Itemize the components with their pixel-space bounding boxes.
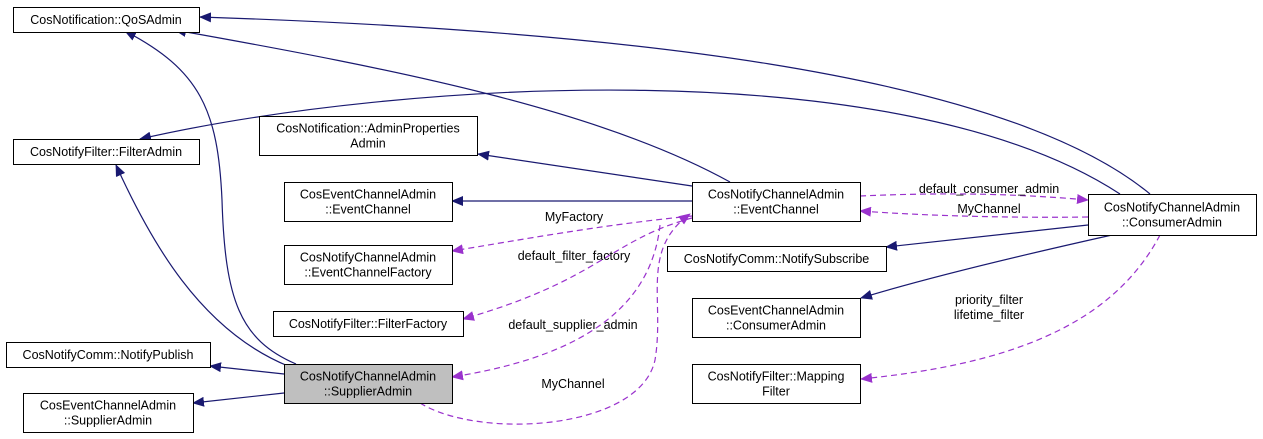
inheritance-edges xyxy=(115,12,1151,407)
node-label: Admin xyxy=(350,137,385,151)
node-box xyxy=(259,116,478,156)
node-ceca-supplier-admin[interactable]: CosEventChannelAdmin::SupplierAdmin xyxy=(23,393,194,433)
node-qos-admin[interactable]: CosNotification::QoSAdmin xyxy=(13,7,200,33)
node-label: CosNotification::AdminProperties xyxy=(276,122,459,136)
node-box xyxy=(284,364,453,404)
node-label: CosNotifyChannelAdmin xyxy=(1104,201,1240,215)
node-notify-publish[interactable]: CosNotifyComm::NotifyPublish xyxy=(6,342,211,368)
node-filter-admin[interactable]: CosNotifyFilter::FilterAdmin xyxy=(13,139,200,165)
node-label: CosNotifyChannelAdmin xyxy=(300,370,436,384)
node-label: CosNotifyChannelAdmin xyxy=(300,251,436,265)
node-cec-event-channel[interactable]: CosEventChannelAdmin::EventChannel xyxy=(284,182,453,222)
node-label: CosNotifyComm::NotifySubscribe xyxy=(684,252,870,266)
node-label: ::EventChannelFactory xyxy=(304,266,432,280)
edge-label-default-consumer-admin: default_consumer_admin xyxy=(919,182,1059,196)
node-cnca-consumer-admin[interactable]: CosNotifyChannelAdmin::ConsumerAdmin xyxy=(1088,194,1257,236)
edge-label-lifetime-filter: lifetime_filter xyxy=(954,308,1024,322)
node-box xyxy=(692,364,861,404)
node-cnca-event-channel-factory[interactable]: CosNotifyChannelAdmin::EventChannelFacto… xyxy=(284,245,453,285)
node-label: CosNotifyFilter::FilterAdmin xyxy=(30,145,182,159)
node-label: CosNotifyChannelAdmin xyxy=(708,188,844,202)
node-label: CosNotifyComm::NotifyPublish xyxy=(23,348,194,362)
usage-edges xyxy=(419,193,1161,425)
node-box xyxy=(6,342,211,368)
node-label: ::EventChannel xyxy=(733,203,818,217)
node-box xyxy=(13,139,200,165)
node-label: CosNotification::QoSAdmin xyxy=(30,13,182,27)
edge-label-default-supplier-admin: default_supplier_admin xyxy=(508,318,637,332)
node-box xyxy=(1088,194,1257,236)
node-label: ::ConsumerAdmin xyxy=(726,319,826,333)
edge-label-my-channel-supplier: MyChannel xyxy=(541,377,604,391)
node-label: CosEventChannelAdmin xyxy=(300,188,436,202)
node-box xyxy=(284,245,453,285)
node-box xyxy=(667,246,887,272)
node-filter-factory[interactable]: CosNotifyFilter::FilterFactory xyxy=(273,311,464,337)
node-label: Filter xyxy=(762,385,790,399)
edge-label-my-channel-consumer: MyChannel xyxy=(957,202,1020,216)
node-box xyxy=(284,182,453,222)
node-box xyxy=(692,298,861,338)
node-label: CosEventChannelAdmin xyxy=(708,304,844,318)
node-label: CosNotifyFilter::Mapping xyxy=(708,370,845,384)
node-notify-subscribe[interactable]: CosNotifyComm::NotifySubscribe xyxy=(667,246,887,272)
node-label: ::SupplierAdmin xyxy=(324,385,412,399)
edge-label-default-filter-factory: default_filter_factory xyxy=(518,249,631,263)
edge-label-priority-filter: priority_filter xyxy=(955,293,1023,307)
node-label: ::EventChannel xyxy=(325,203,410,217)
node-label: ::SupplierAdmin xyxy=(64,414,152,428)
node-cnca-event-channel[interactable]: CosNotifyChannelAdmin::EventChannel xyxy=(692,182,861,222)
node-box xyxy=(13,7,200,33)
node-box xyxy=(273,311,464,337)
node-label: CosEventChannelAdmin xyxy=(40,399,176,413)
node-ceca-consumer-admin[interactable]: CosEventChannelAdmin::ConsumerAdmin xyxy=(692,298,861,338)
node-cnca-supplier-admin[interactable]: CosNotifyChannelAdmin::SupplierAdmin xyxy=(284,364,453,404)
node-box xyxy=(692,182,861,222)
node-label: CosNotifyFilter::FilterFactory xyxy=(289,317,448,331)
node-label: ::ConsumerAdmin xyxy=(1122,216,1222,230)
edge-label-my-factory: MyFactory xyxy=(545,210,604,224)
node-box xyxy=(23,393,194,433)
